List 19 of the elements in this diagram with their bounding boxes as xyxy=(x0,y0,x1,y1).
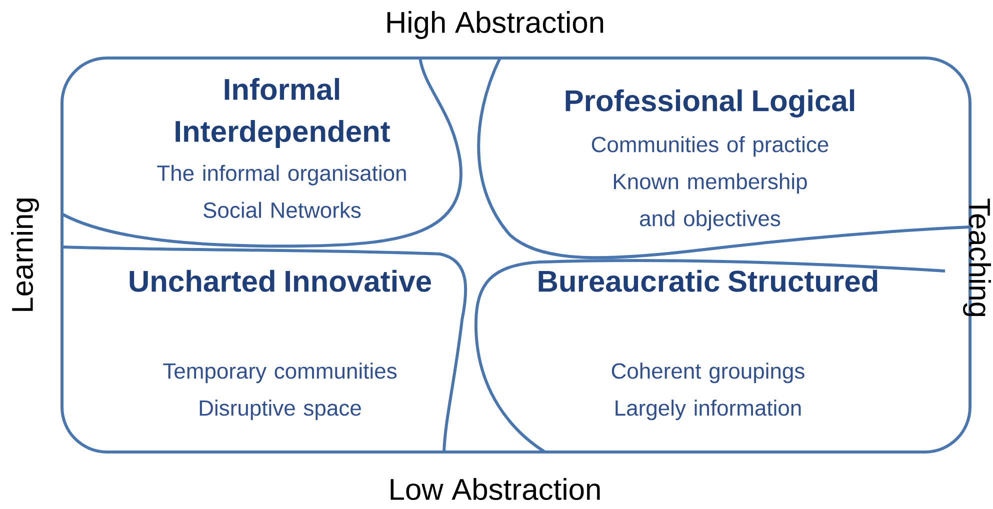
body-text: Largely information xyxy=(616,400,801,420)
axis-label: High Abstraction xyxy=(387,11,604,39)
body-text: Known membership and objectives xyxy=(614,173,807,231)
quadrant-region xyxy=(61,58,462,248)
body-text: Disruptive space xyxy=(200,400,361,420)
axis-label: Teaching xyxy=(963,198,991,316)
quadrant-heading: Uncharted Innovative xyxy=(130,270,431,292)
quadrant-region xyxy=(62,246,468,452)
body-text: Social Networks xyxy=(204,202,361,218)
quadrant-heading: Informal Interdependent xyxy=(176,78,390,148)
body-text: Communities of practice xyxy=(592,136,828,157)
quadrant-region xyxy=(474,258,946,454)
body-text: Temporary communities xyxy=(163,362,397,384)
axis-label: Low Abstraction xyxy=(390,478,600,500)
axis-label: Learning xyxy=(11,198,39,311)
body-text: Coherent groupings xyxy=(612,362,804,384)
quadrant-heading: Bureaucratic Structured xyxy=(538,270,878,292)
body-text: The informal organisation xyxy=(157,164,406,186)
quadrant-heading: Professional Logical xyxy=(566,89,854,118)
